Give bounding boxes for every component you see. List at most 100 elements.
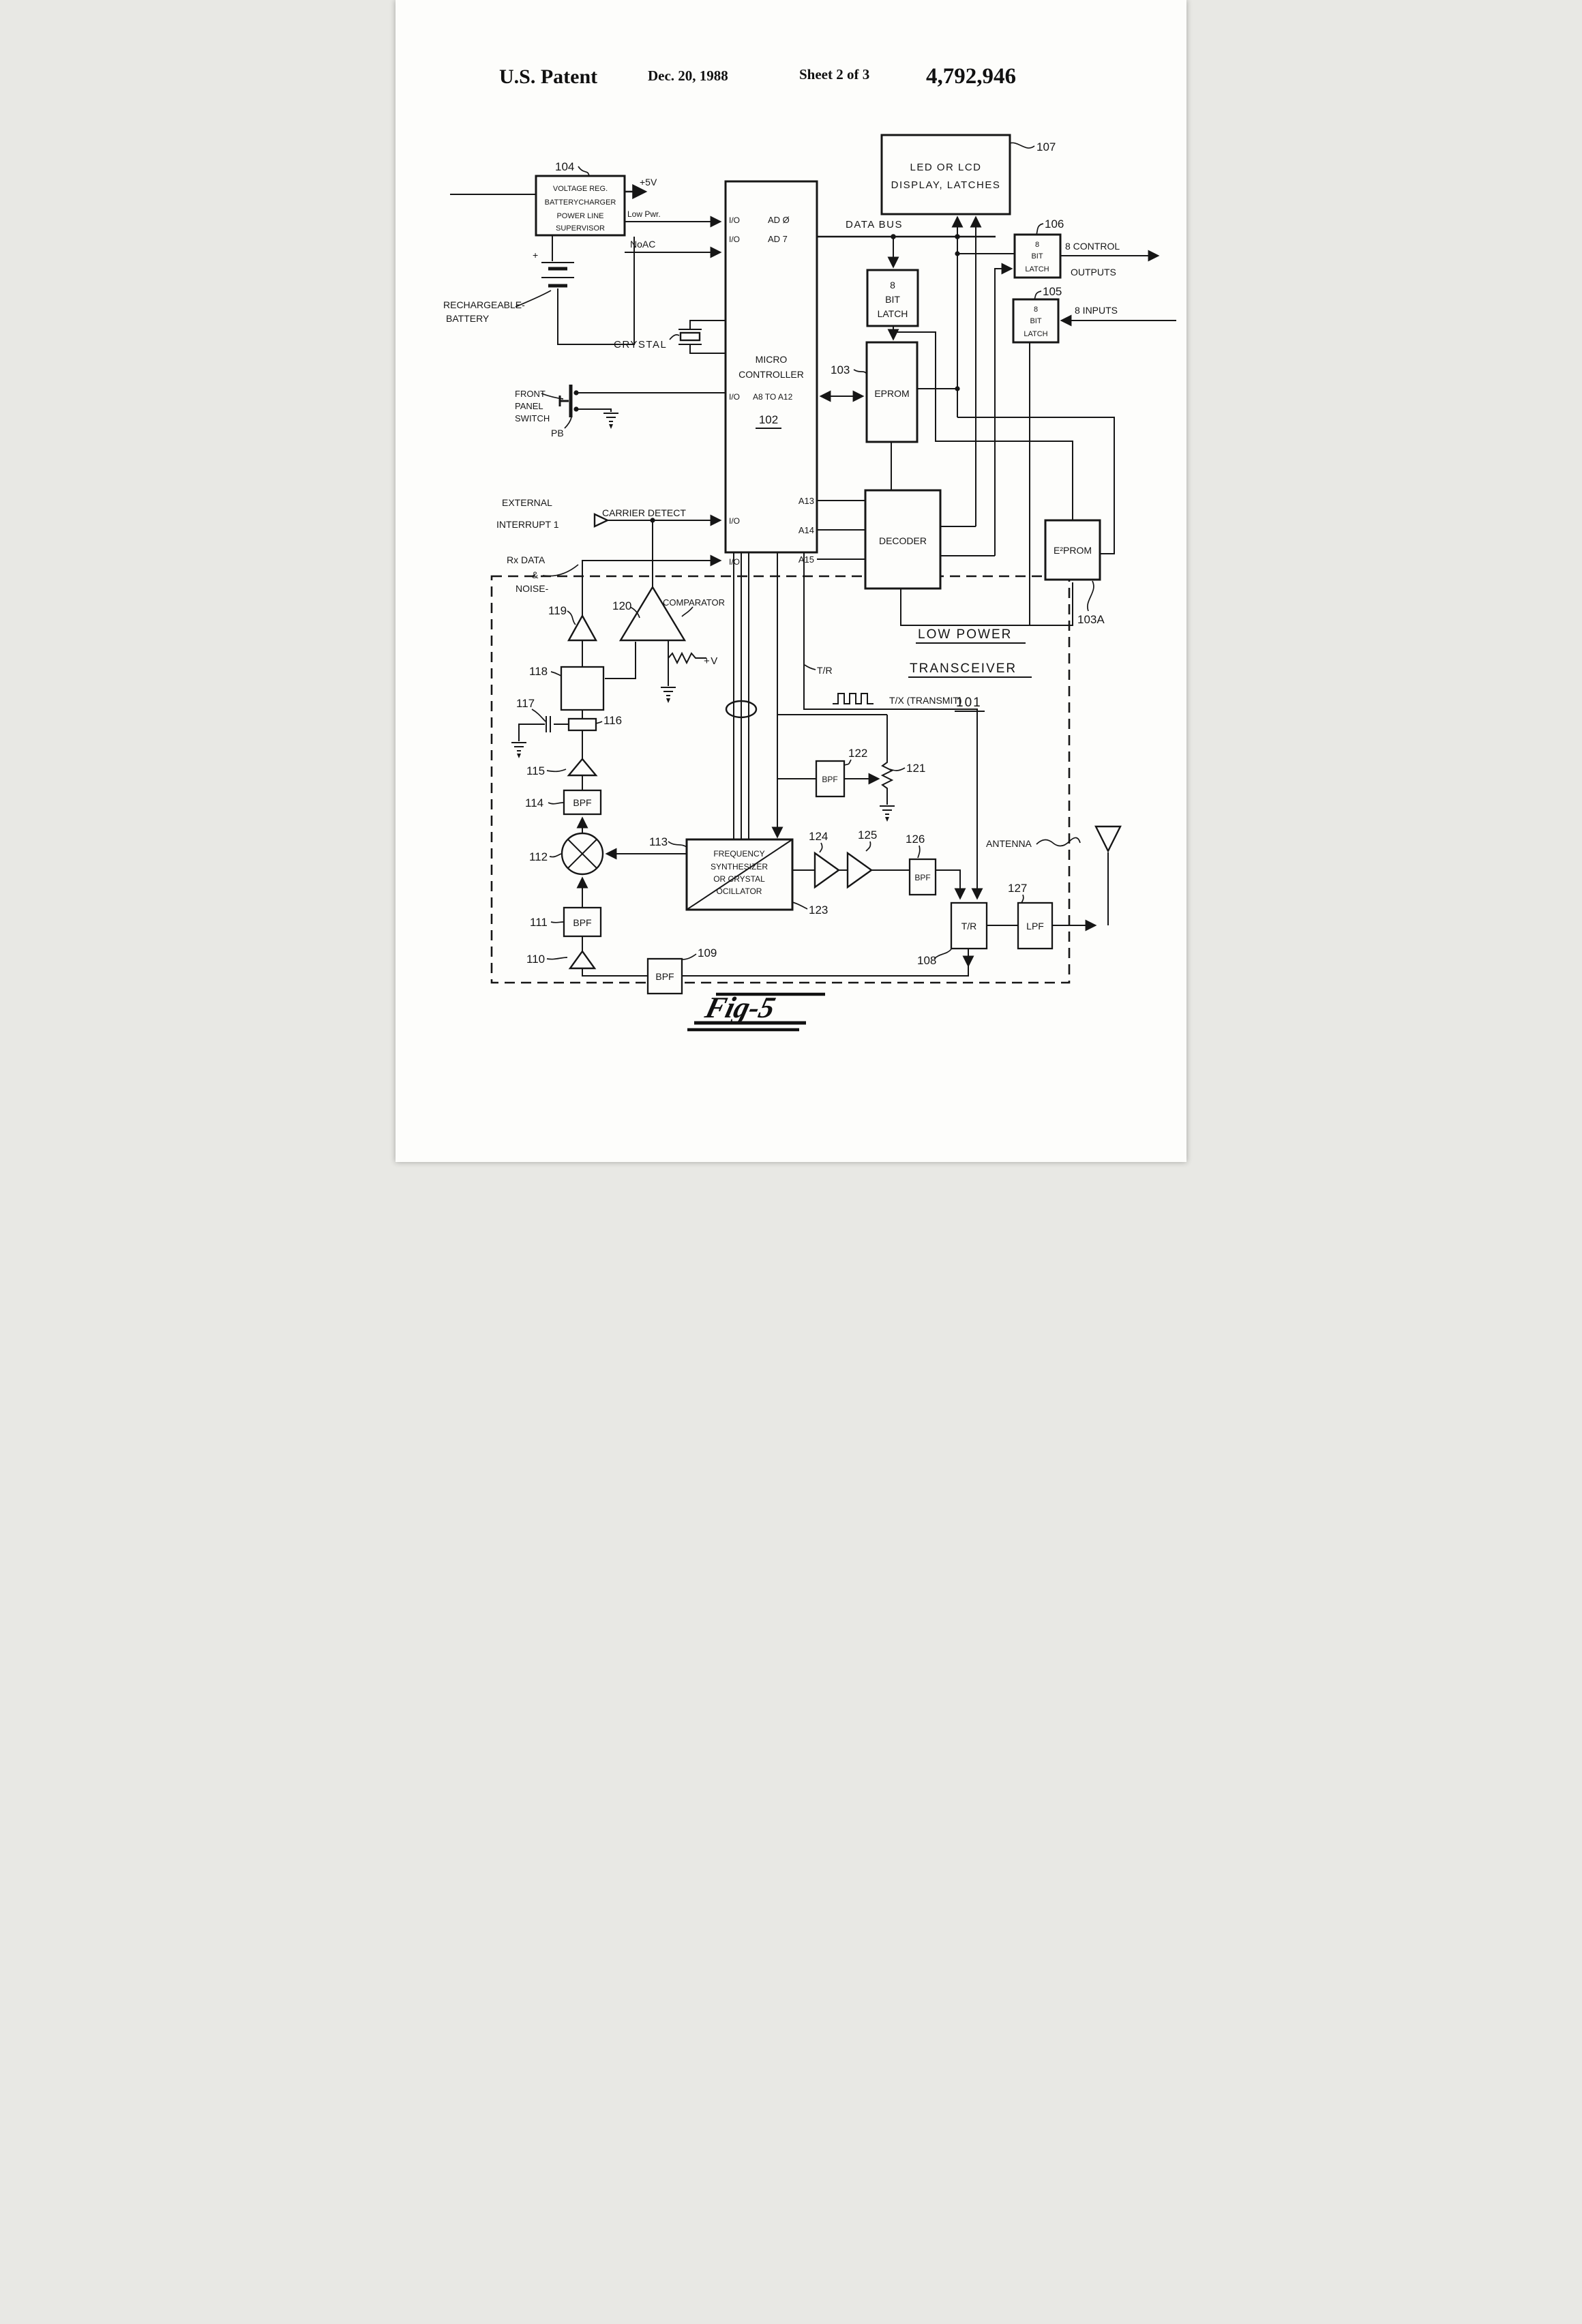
ground-icon	[661, 687, 676, 703]
label-front: FRONT	[515, 389, 546, 399]
ref-124: 124	[809, 830, 828, 843]
bpf-114-label: BPF	[573, 797, 591, 808]
label-plus-v: +V	[704, 655, 719, 667]
bpf-122-label: BPF	[822, 775, 837, 784]
leader-107	[1009, 142, 1035, 149]
mixer-icon	[561, 832, 604, 876]
leader-126	[917, 845, 921, 859]
ref-126: 126	[906, 833, 925, 846]
ground-icon	[603, 413, 618, 429]
patent-diagram: U.S. Patent Dec. 20, 1988 Sheet 2 of 3 4…	[443, 64, 1176, 1032]
tr-switch-label: T/R	[961, 921, 977, 932]
leader-122	[844, 759, 852, 766]
amplifier-115-icon	[567, 758, 598, 777]
ref-108: 108	[917, 954, 936, 967]
pin-ad0: AD Ø	[768, 215, 790, 225]
wire-battery-loop	[557, 237, 635, 345]
ref-123: 123	[809, 904, 828, 917]
label-transceiver: TRANSCEIVER	[910, 661, 1017, 676]
ref-107: 107	[1036, 140, 1056, 153]
ref-114: 114	[525, 796, 543, 809]
junction-dot	[891, 329, 896, 335]
voltage-regulator-block	[535, 175, 626, 237]
vreg-line2: BATTERYCHARGER	[545, 198, 616, 207]
e2prom-label: E²PROM	[1054, 545, 1092, 556]
bpf-126-block	[908, 858, 937, 896]
ref-102: 102	[759, 413, 778, 426]
label-battery-2: BATTERY	[446, 313, 490, 324]
ref-103: 103	[831, 363, 850, 376]
label-carrier-detect: CARRIER DETECT	[602, 507, 686, 518]
ref-118: 118	[529, 665, 548, 678]
crystal-icon	[678, 329, 702, 345]
wire-rx-data	[582, 554, 722, 616]
leader-108	[934, 949, 952, 959]
leader-111	[550, 921, 564, 923]
sheet-header: U.S. Patent Dec. 20, 1988 Sheet 2 of 3 4…	[499, 64, 1016, 89]
junction-dot	[650, 518, 655, 523]
ref-125: 125	[858, 829, 877, 841]
display-latch-line3: LATCH	[878, 308, 908, 319]
latch-106-block	[1013, 233, 1062, 279]
bpf-114-block	[563, 789, 602, 816]
leader-110	[546, 957, 568, 960]
label-control-outputs-1: 8 CONTROL	[1065, 241, 1120, 252]
leader-121	[889, 767, 906, 771]
decoder-label: DECODER	[879, 535, 927, 546]
pin-io-2b: I/O	[729, 235, 740, 244]
leader-114	[548, 802, 564, 805]
wire-126-tr	[936, 869, 966, 900]
label-rx-noise: NOISE-	[516, 583, 549, 594]
label-pb: PB	[551, 428, 564, 438]
ref-119: 119	[548, 604, 567, 617]
amplifier-110-icon	[568, 949, 597, 970]
micro-line1: MICRO	[756, 354, 788, 365]
label-low-power: LOW POWER	[918, 627, 1012, 642]
wire-cap-ground	[518, 724, 545, 741]
leader-127	[1021, 894, 1024, 904]
synth-line4: OCILLATOR	[717, 887, 762, 896]
wire-decoder-latch106-v	[994, 263, 1013, 556]
label-tr-signal: T/R	[817, 665, 833, 676]
bpf-111-block	[563, 906, 602, 938]
micro-line2: CONTROLLER	[738, 369, 804, 380]
label-battery-1: RECHARGEABLE-	[443, 299, 525, 310]
microcontroller-block	[724, 180, 818, 554]
synth-line3: OR CRYSTAL	[713, 874, 765, 884]
junction-dot	[955, 386, 960, 391]
leader-117	[531, 709, 546, 722]
latch105-line3: LATCH	[1024, 330, 1047, 338]
block-118	[560, 666, 605, 711]
ref-120: 120	[612, 599, 631, 612]
patent-date: Dec. 20, 1988	[648, 68, 728, 84]
amplifier-124-icon	[814, 851, 841, 889]
latch106-line3: LATCH	[1025, 265, 1049, 273]
label-noac: NoAC	[630, 239, 655, 250]
ref-103A: 103A	[1077, 613, 1105, 626]
bpf-109-block	[646, 957, 683, 995]
junction-dot	[891, 234, 896, 239]
bpf-109-label: BPF	[655, 971, 674, 982]
ref-106: 106	[1045, 218, 1064, 230]
e2prom-block	[1044, 519, 1101, 581]
ref-115: 115	[526, 764, 545, 777]
leader-119	[567, 610, 576, 625]
pin-a15: A15	[799, 554, 814, 565]
wire-bus-e2prom-right	[957, 417, 1115, 554]
display-line1: LED OR LCD	[910, 162, 981, 173]
eprom-block	[865, 341, 919, 443]
ref-117: 117	[516, 697, 535, 710]
leader-pb	[564, 417, 572, 429]
leader-crystal	[669, 334, 680, 340]
leader-104	[578, 166, 590, 177]
lpf-127-block	[1017, 902, 1054, 950]
square-wave-icon	[833, 693, 874, 704]
symbols: +	[511, 234, 1122, 970]
vreg-line4: SUPERVISOR	[556, 224, 605, 233]
leader-comparator	[681, 606, 693, 617]
label-interrupt1: INTERRUPT 1	[496, 519, 559, 530]
leader-116	[595, 721, 603, 724]
bpf-126-label: BPF	[914, 873, 930, 882]
wires	[450, 183, 1176, 977]
wire-tr-109	[682, 964, 969, 977]
